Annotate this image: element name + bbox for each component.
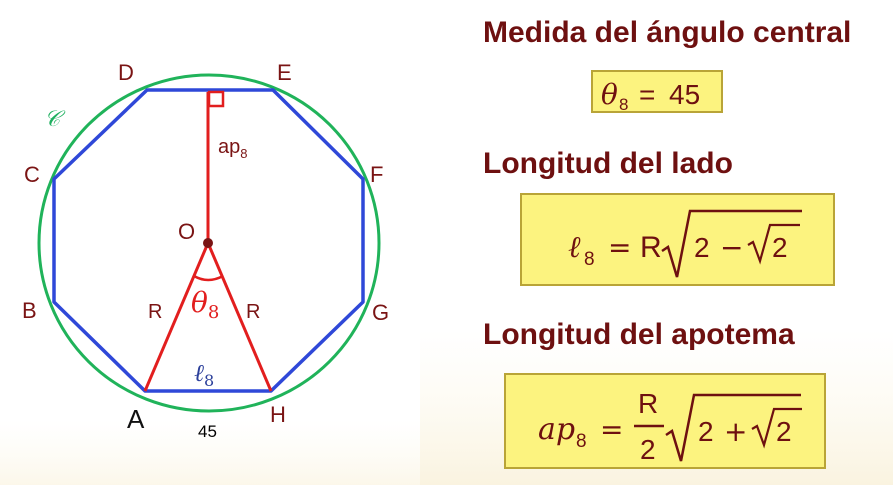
center-point	[203, 238, 213, 248]
vertex-label-d: D	[118, 60, 134, 85]
svg-text:2: 2	[698, 416, 714, 447]
vertex-label-a: A	[127, 404, 145, 434]
svg-text:θ: θ	[601, 78, 618, 111]
svg-text:ap: ap	[538, 412, 575, 447]
center-label-o: O	[178, 219, 195, 244]
svg-text:R: R	[640, 231, 662, 264]
circumscribed-circle	[37, 73, 381, 413]
octagon-diagram: D E C F B G A H O 𝒞 ap8 R R θ8 ℓ8 45	[22, 60, 389, 441]
apothem-length-formula-box: ap 8 = R 2 2 + 2	[504, 373, 826, 469]
radius-label-left: R	[148, 301, 162, 323]
vertex-label-f: F	[370, 162, 383, 187]
side-length-title: Longitud del lado	[483, 147, 733, 180]
circle-label: 𝒞	[44, 107, 66, 132]
svg-text:2: 2	[640, 434, 656, 465]
side-length-formula: ℓ 8 = R 2 − 2	[568, 209, 802, 278]
central-angle-arc	[193, 274, 224, 282]
svg-text:2: 2	[772, 232, 788, 263]
svg-text:=: =	[600, 413, 623, 446]
svg-text:8: 8	[576, 431, 587, 452]
svg-text:=: =	[639, 79, 655, 110]
svg-text:R: R	[638, 388, 658, 419]
radius-oa	[143, 242, 210, 392]
central-angle-formula: θ 8 = 45	[601, 78, 700, 114]
svg-text:=: =	[608, 231, 631, 264]
svg-text:+: +	[724, 415, 747, 448]
side-length-formula-box: ℓ 8 = R 2 − 2	[520, 193, 835, 286]
vertex-label-g: G	[372, 300, 389, 325]
svg-text:8: 8	[619, 95, 628, 114]
svg-text:2: 2	[776, 416, 792, 447]
apothem-label: ap8	[218, 136, 247, 161]
vertex-label-h: H	[270, 402, 286, 427]
svg-text:45: 45	[669, 79, 700, 110]
radius-oh	[206, 242, 273, 392]
central-angle-title: Medida del ángulo central	[483, 16, 852, 49]
side-value-45: 45	[198, 422, 217, 441]
regular-octagon	[52, 88, 365, 393]
svg-text:ℓ: ℓ	[568, 230, 581, 265]
apothem-length-formula: ap 8 = R 2 2 + 2	[538, 388, 802, 465]
vertex-label-e: E	[277, 60, 292, 85]
apothem-length-title: Longitud del apotema	[483, 318, 795, 351]
right-angle-marker	[207, 90, 225, 108]
central-angle-label: θ8	[191, 286, 219, 323]
svg-text:2: 2	[694, 232, 710, 263]
vertex-label-c: C	[24, 162, 40, 187]
side-length-label: ℓ8	[194, 359, 214, 390]
central-angle-formula-box: θ 8 = 45	[591, 70, 723, 114]
svg-text:8: 8	[584, 249, 595, 270]
radius-label-right: R	[246, 301, 260, 323]
vertex-label-b: B	[22, 298, 37, 323]
svg-text:−: −	[720, 231, 743, 264]
